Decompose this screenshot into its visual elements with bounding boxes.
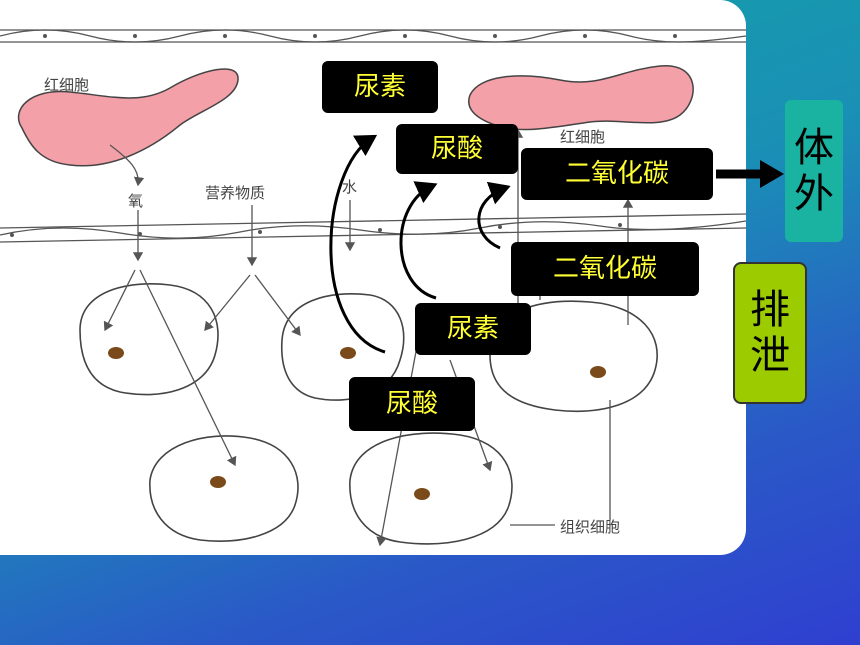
outside-body-box: 体 外 [785, 100, 843, 242]
red-blood-cell-left [17, 68, 239, 167]
label-red-blood-cell-right: 红细胞 [560, 128, 606, 146]
label-water: 水 [342, 178, 358, 196]
excretion-box: 排 泄 [733, 262, 807, 404]
panel-reflection [0, 558, 746, 645]
excretion-char-2: 泄 [750, 333, 790, 379]
diagram-drawing [0, 29, 746, 547]
uric-acid-arrow [399, 181, 438, 300]
tag-urea-bottom: 尿素 [415, 303, 531, 355]
label-tissue-cells: 组织细胞 [560, 518, 621, 536]
tag-uric-acid-bottom: 尿酸 [349, 377, 475, 431]
label-red-blood-cell-left: 红细胞 [44, 76, 90, 94]
tag-uric-acid-top: 尿酸 [396, 124, 518, 174]
excretion-char-1: 排 [750, 287, 790, 333]
label-oxygen: 氧 [128, 192, 144, 210]
tag-co2-bottom: 二氧化碳 [511, 242, 699, 296]
tag-urea-top: 尿素 [322, 61, 438, 113]
label-nutrients: 营养物质 [205, 184, 266, 202]
outside-char-1: 体 [794, 125, 834, 171]
red-blood-cell-right [468, 65, 694, 131]
capillary-wall-bottom [0, 213, 746, 243]
diagram-panel: 红细胞 红细胞 氧 营养物质 水 组织细胞 尿素 尿酸 二氧化碳 二氧化碳 尿素… [0, 29, 746, 547]
outside-char-2: 外 [794, 171, 834, 217]
urea-arrow [329, 134, 386, 354]
co2-arrow [477, 181, 511, 250]
capillary-wall-top [0, 29, 746, 43]
tag-co2-top: 二氧化碳 [521, 148, 713, 200]
